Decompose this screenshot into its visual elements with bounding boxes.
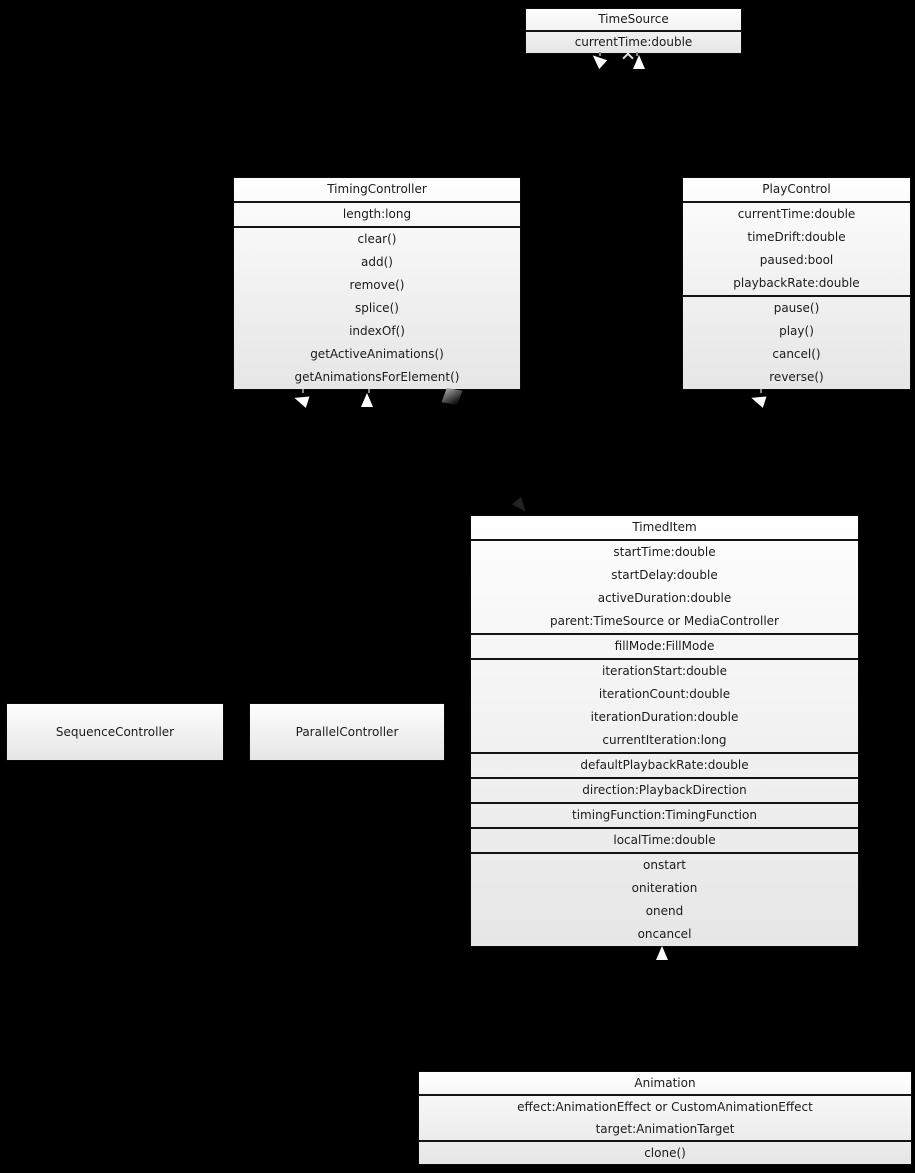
attribute: playbackRate:double xyxy=(733,276,860,290)
class-title: ParallelController xyxy=(295,725,399,739)
attribute: direction:PlaybackDirection xyxy=(582,783,747,797)
attribute: defaultPlaybackRate:double xyxy=(580,758,749,772)
connector-stub xyxy=(760,389,762,393)
method: add() xyxy=(361,255,393,269)
methods-compartment: clone() xyxy=(419,1140,911,1164)
class-box-animation: Animation effect:AnimationEffect or Cust… xyxy=(418,1071,912,1165)
class-title: TimedItem xyxy=(632,520,697,534)
class-box-timingcontroller: TimingController length:long clear() add… xyxy=(233,177,521,390)
attribute: oniteration xyxy=(631,881,698,895)
event-handlers-compartment: onstart oniteration onend oncancel xyxy=(471,852,858,946)
attribute: currentIteration:long xyxy=(602,733,727,747)
method: reverse() xyxy=(769,370,824,384)
method: indexOf() xyxy=(349,324,405,338)
attributes-compartment: defaultPlaybackRate:double xyxy=(471,752,858,777)
class-title: Animation xyxy=(634,1076,696,1090)
inheritance-arrow-icon xyxy=(361,393,373,407)
attributes-compartment: startTime:double startDelay:double activ… xyxy=(471,539,858,633)
attribute: timeDrift:double xyxy=(747,230,846,244)
method: getAnimationsForElement() xyxy=(294,370,460,384)
connector-stub xyxy=(599,52,601,56)
attribute: onend xyxy=(645,904,684,918)
attributes-compartment: direction:PlaybackDirection xyxy=(471,777,858,802)
inheritance-arrow-icon xyxy=(656,946,668,960)
attributes-compartment: fillMode:FillMode xyxy=(471,633,858,658)
class-title: PlayControl xyxy=(762,182,831,196)
attribute: timingFunction:TimingFunction xyxy=(572,808,757,822)
attributes-compartment: timingFunction:TimingFunction xyxy=(471,802,858,827)
inheritance-arrow-dark-icon xyxy=(511,496,531,516)
attribute: effect:AnimationEffect or CustomAnimatio… xyxy=(517,1100,813,1114)
attributes-compartment: currentTime:double xyxy=(526,30,741,53)
attributes-compartment: currentTime:double timeDrift:double paus… xyxy=(683,201,910,295)
class-box-playcontrol: PlayControl currentTime:double timeDrift… xyxy=(682,177,911,390)
class-title-compartment: PlayControl xyxy=(683,178,910,201)
inheritance-arrow-icon xyxy=(749,392,767,408)
inheritance-arrow-icon xyxy=(292,392,310,408)
attribute: fillMode:FillMode xyxy=(614,639,715,653)
class-box-parallelcontroller: ParallelController xyxy=(249,703,445,761)
class-title-compartment: TimingController xyxy=(234,178,520,201)
aggregation-diamond-icon xyxy=(441,387,463,406)
method: clear() xyxy=(357,232,397,246)
attribute: target:AnimationTarget xyxy=(595,1122,735,1136)
attribute: parent:TimeSource or MediaController xyxy=(550,614,779,628)
class-box-sequencecontroller: SequenceController xyxy=(6,703,224,761)
attribute: currentTime:double xyxy=(574,35,693,49)
connector-stub xyxy=(636,52,638,56)
attribute: onstart xyxy=(643,858,686,872)
attribute: iterationStart:double xyxy=(602,664,727,678)
attributes-compartment: effect:AnimationEffect or CustomAnimatio… xyxy=(419,1094,911,1140)
method: clone() xyxy=(644,1146,686,1160)
attributes-compartment: localTime:double xyxy=(471,827,858,852)
attribute: iterationDuration:double xyxy=(590,710,739,724)
method: remove() xyxy=(349,278,405,292)
class-box-timesource: TimeSource currentTime:double xyxy=(525,8,742,54)
attribute: currentTime:double xyxy=(737,207,856,221)
methods-compartment: pause() play() cancel() reverse() xyxy=(683,295,910,389)
class-title-compartment: TimedItem xyxy=(471,516,858,539)
attribute: localTime:double xyxy=(613,833,716,847)
class-title-compartment: TimeSource xyxy=(526,9,741,30)
methods-compartment: clear() add() remove() splice() indexOf(… xyxy=(234,226,520,389)
attributes-compartment: length:long xyxy=(234,201,520,226)
attribute: activeDuration:double xyxy=(597,591,732,605)
attribute: iterationCount:double xyxy=(598,687,731,701)
class-title: SequenceController xyxy=(55,725,175,739)
method: play() xyxy=(779,324,814,338)
connector-stub xyxy=(368,389,370,393)
class-box-timeditem: TimedItem startTime:double startDelay:do… xyxy=(470,515,859,947)
method: cancel() xyxy=(772,347,821,361)
method: splice() xyxy=(355,301,399,315)
attribute: oncancel xyxy=(637,927,692,941)
attribute: startTime:double xyxy=(613,545,716,559)
method: getActiveAnimations() xyxy=(310,347,444,361)
attributes-compartment: iterationStart:double iterationCount:dou… xyxy=(471,658,858,752)
connector-stub xyxy=(302,389,304,393)
class-title: TimeSource xyxy=(598,12,669,26)
open-arrow-icon xyxy=(622,52,634,64)
attribute: length:long xyxy=(342,207,412,221)
attribute: startDelay:double xyxy=(611,568,718,582)
class-title-compartment: Animation xyxy=(419,1072,911,1094)
method: pause() xyxy=(773,301,820,315)
class-title: TimingController xyxy=(327,182,427,196)
attribute: paused:bool xyxy=(759,253,834,267)
inheritance-arrow-icon xyxy=(633,55,645,69)
